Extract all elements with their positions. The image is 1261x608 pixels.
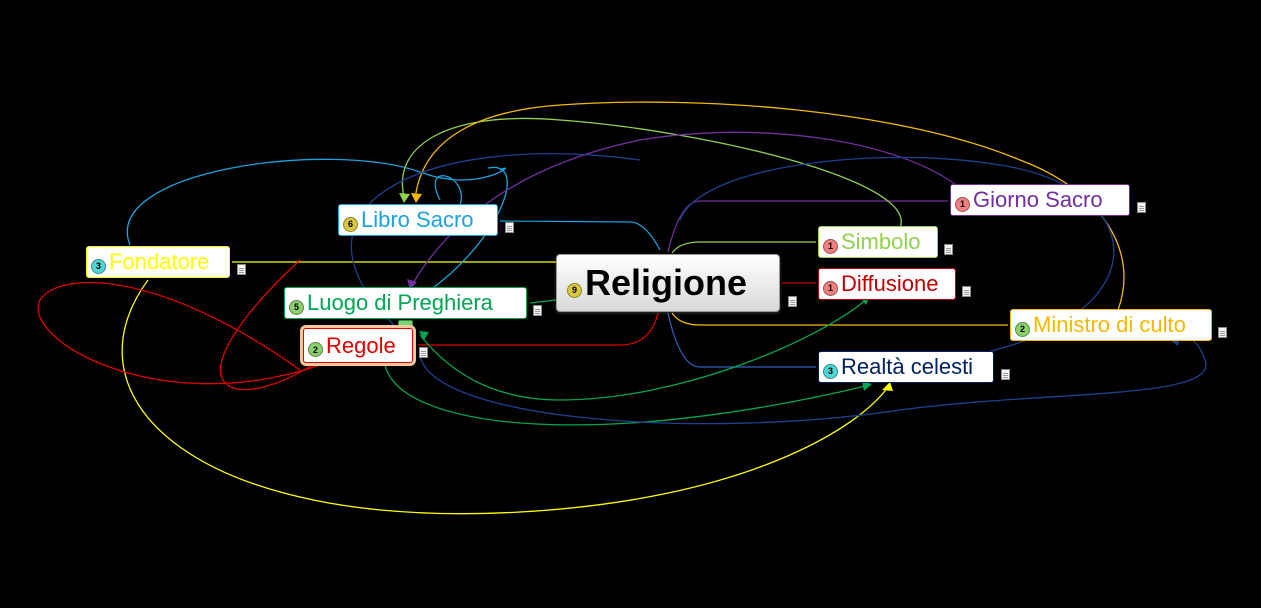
topic-label: Religione bbox=[585, 262, 748, 303]
topic-label: Diffusione bbox=[841, 271, 939, 296]
arrowhead-luogo-green bbox=[419, 331, 429, 340]
topic-fondatore[interactable]: 3 Fondatore bbox=[86, 246, 230, 278]
relation-regole-realta bbox=[384, 364, 871, 426]
branch-libro bbox=[499, 220, 661, 251]
arrowhead-libro-lime bbox=[399, 193, 410, 203]
topic-luogo-di-preghiera[interactable]: 5 Luogo di Preghiera bbox=[284, 287, 527, 319]
topic-label: Luogo di Preghiera bbox=[307, 290, 493, 315]
topic-label: Simbolo bbox=[841, 229, 921, 254]
note-icon[interactable] bbox=[505, 222, 514, 233]
arrowhead-realta bbox=[882, 382, 893, 391]
note-icon[interactable] bbox=[419, 347, 428, 358]
note-icon[interactable] bbox=[944, 244, 953, 255]
topic-label: Giorno Sacro bbox=[973, 187, 1103, 212]
count-badge: 3 bbox=[823, 363, 838, 379]
relation-diffusione-luogo bbox=[419, 297, 869, 401]
arrowhead-realta-green bbox=[862, 381, 872, 391]
note-icon[interactable] bbox=[788, 296, 797, 307]
note-icon[interactable] bbox=[1001, 369, 1010, 380]
branch-luogo bbox=[529, 299, 557, 304]
topic-ministro-di-culto[interactable]: 2 Ministro di culto bbox=[1010, 309, 1212, 341]
count-badge: 1 bbox=[823, 280, 838, 296]
note-icon[interactable] bbox=[962, 286, 971, 297]
relation-libro-luogo bbox=[429, 166, 508, 291]
count-badge: 5 bbox=[289, 299, 304, 315]
arrowhead-libro-orange bbox=[411, 193, 422, 203]
relation-luogo-libro bbox=[434, 175, 462, 206]
note-icon[interactable] bbox=[1218, 327, 1227, 338]
count-badge: 2 bbox=[1015, 321, 1030, 337]
topic-realta-celesti[interactable]: 3 Realtà celesti bbox=[818, 351, 994, 383]
branch-realta bbox=[667, 312, 816, 368]
central-topic-religione[interactable]: 9 Religione bbox=[556, 254, 780, 312]
count-badge: 1 bbox=[823, 238, 838, 254]
topic-label: Ministro di culto bbox=[1033, 312, 1186, 337]
branch-ministro bbox=[671, 312, 1008, 326]
count-badge: 1 bbox=[955, 196, 970, 212]
note-icon[interactable] bbox=[237, 264, 246, 275]
topic-label: Fondatore bbox=[109, 249, 210, 274]
relation-regole-luogo bbox=[219, 259, 321, 391]
note-icon[interactable] bbox=[533, 305, 542, 316]
relation-regole-fondatore bbox=[37, 281, 321, 385]
topic-giorno-sacro[interactable]: 1 Giorno Sacro bbox=[950, 184, 1130, 216]
topic-label: Regole bbox=[326, 332, 396, 358]
count-badge: 3 bbox=[91, 258, 106, 274]
relation-simbolo-libro bbox=[401, 117, 902, 229]
topic-label: Libro Sacro bbox=[361, 207, 474, 232]
count-badge: 6 bbox=[343, 216, 358, 232]
topic-simbolo[interactable]: 1 Simbolo bbox=[818, 226, 938, 258]
relation-fondatore-realta bbox=[121, 279, 891, 515]
count-badge: 2 bbox=[308, 342, 323, 357]
count-badge: 9 bbox=[567, 282, 582, 298]
topic-diffusione[interactable]: 1 Diffusione bbox=[818, 268, 956, 300]
topic-libro-sacro[interactable]: 6 Libro Sacro bbox=[338, 204, 498, 236]
topic-label: Realtà celesti bbox=[841, 354, 974, 379]
drag-handle[interactable] bbox=[398, 320, 413, 328]
topic-regole[interactable]: 2 Regole bbox=[300, 325, 416, 366]
branch-simbolo bbox=[671, 241, 816, 254]
relation-fondatore-libro bbox=[126, 158, 506, 246]
relation-realta-ministro bbox=[419, 335, 1207, 425]
branch-regole bbox=[418, 312, 659, 346]
note-icon[interactable] bbox=[1137, 202, 1146, 213]
branch-giorno bbox=[667, 200, 948, 253]
